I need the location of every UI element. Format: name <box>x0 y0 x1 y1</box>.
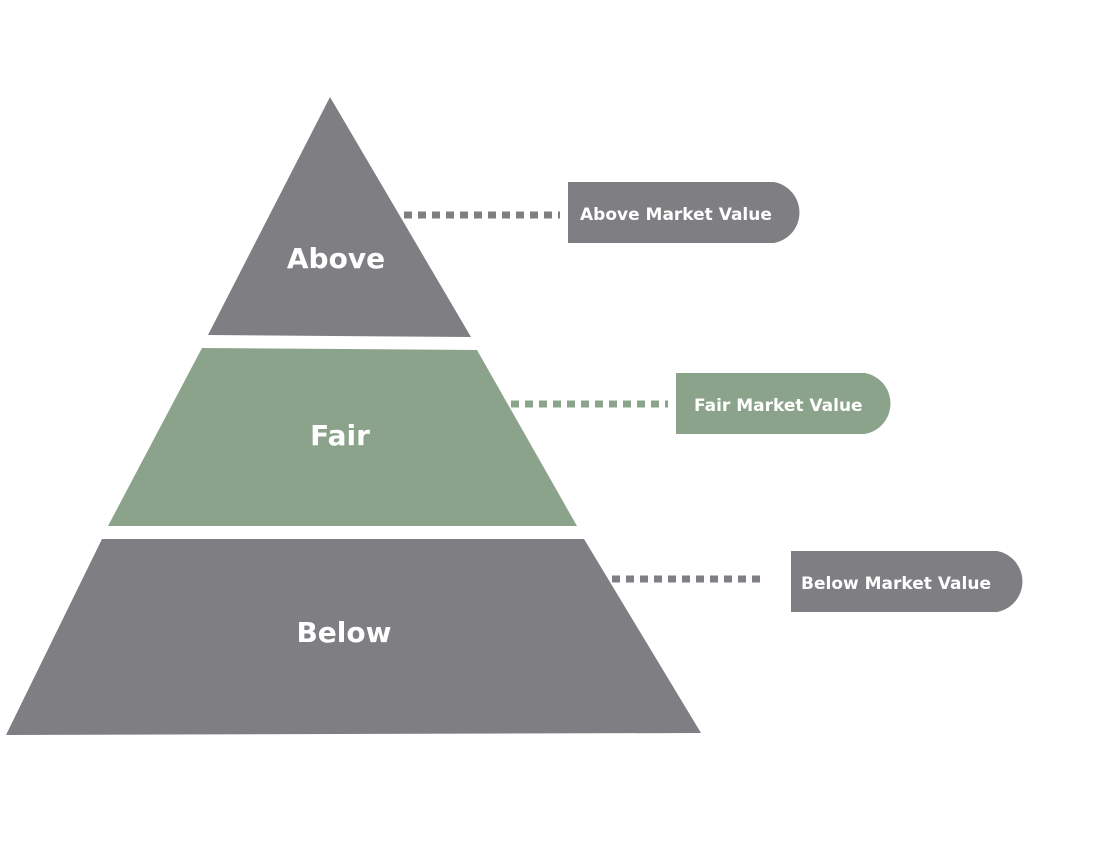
callout-fair-label: Fair Market Value <box>694 396 863 416</box>
tier-below-label: Below <box>296 616 391 649</box>
callout-below: Below Market Value <box>791 551 1023 612</box>
tier-below-shape <box>6 539 701 735</box>
callout-above: Above Market Value <box>568 182 800 243</box>
callout-above-shape <box>568 182 800 243</box>
callout-above-label: Above Market Value <box>580 205 772 225</box>
tier-fair-label: Fair <box>310 419 370 452</box>
tier-below: Below <box>6 539 701 735</box>
callout-fair: Fair Market Value <box>676 373 891 434</box>
tier-above: Above <box>208 97 471 337</box>
tier-above-label: Above <box>287 242 385 275</box>
callout-fair-shape <box>676 373 891 434</box>
tier-fair: Fair <box>108 348 577 526</box>
tier-above-shape <box>208 97 471 337</box>
tier-fair-shape <box>108 348 577 526</box>
callout-below-label: Below Market Value <box>801 574 991 594</box>
callout-below-shape <box>791 551 1023 612</box>
